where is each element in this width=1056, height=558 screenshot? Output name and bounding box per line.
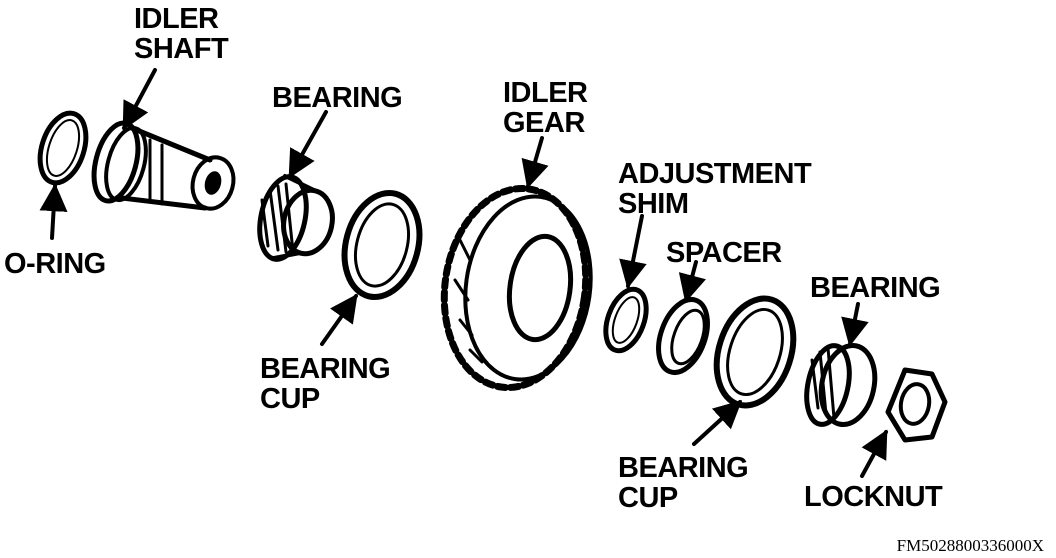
- adjustment-shim-part: [603, 286, 649, 354]
- label-idler-shaft-line2: SHAFT: [134, 33, 229, 65]
- label-o-ring: O-RING: [4, 248, 106, 280]
- label-bearing-left: BEARING: [272, 82, 402, 114]
- label-spacer: SPACER: [666, 237, 782, 269]
- label-idler-shaft-line1: IDLER: [134, 3, 219, 35]
- locknut-part: [885, 367, 948, 443]
- idler-shaft-part: [91, 120, 236, 211]
- leader-arrows: [39, 68, 888, 478]
- figure-id: FM5028800336000X: [897, 536, 1044, 555]
- label-idler-gear-line2: GEAR: [503, 107, 585, 139]
- bearing-left-part: [257, 174, 335, 262]
- idler-gear-part: [440, 184, 593, 392]
- label-locknut: LOCKNUT: [804, 481, 943, 513]
- bearing-right-part: [804, 343, 878, 427]
- label-adjustment-shim-line1: ADJUSTMENT: [618, 158, 812, 190]
- label-adjustment-shim-line2: SHIM: [618, 188, 689, 220]
- label-bearing-cup-right-line1: BEARING: [618, 452, 748, 484]
- bearing-cup-left-part: [341, 189, 423, 301]
- label-bearing-cup-left-line1: BEARING: [260, 353, 390, 385]
- label-bearing-cup-right-line2: CUP: [618, 482, 678, 514]
- bearing-cup-right-part: [713, 295, 797, 409]
- label-bearing-cup-left-line2: CUP: [260, 383, 320, 415]
- label-idler-gear-line1: IDLER: [503, 77, 588, 109]
- label-bearing-right: BEARING: [810, 272, 940, 304]
- o-ring-part: [37, 110, 89, 186]
- spacer-part: [656, 297, 710, 375]
